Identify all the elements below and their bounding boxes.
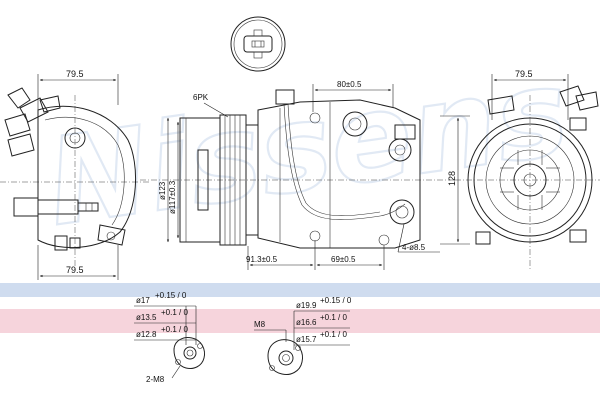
port-left-dia3: ø12.8 xyxy=(136,330,157,339)
port-right-dia1: ø19.9 xyxy=(296,301,317,310)
port-left-dia1-tol: +0.15 / 0 xyxy=(155,291,187,300)
blue-band xyxy=(0,283,600,297)
port-left-thread: 2-M8 xyxy=(146,375,165,384)
port-right-dia3-tol: +0.1 / 0 xyxy=(320,330,347,339)
pulley-dia-inner: ø117±0.3 xyxy=(168,180,177,214)
watermark-logo: Nissens xyxy=(39,43,576,253)
port-right-thread: M8 xyxy=(254,320,266,329)
front-view: 79.5 128 xyxy=(440,69,600,270)
pink-band xyxy=(0,309,600,333)
front-dim-height: 128 xyxy=(447,171,457,186)
port-left-dia3-tol: +0.1 / 0 xyxy=(161,325,188,334)
side-dim-bottom-left: 91.3±0.5 xyxy=(246,255,278,264)
rear-view: 79.5 79.5 xyxy=(0,69,150,280)
rear-dim-top: 79.5 xyxy=(66,69,84,79)
port-right-dia2: ø16.6 xyxy=(296,318,317,327)
pulley-dia-outer: ø123 xyxy=(158,181,167,200)
side-view: 6PK ø123 ø117±0.3 80±0.5 91.3±0.5 69±0.5… xyxy=(140,80,455,270)
holes-callout: 4-ø8.5 xyxy=(402,243,426,252)
port-detail-right: M8 ø19.9 +0.15 / 0 ø16.6 +0.1 / 0 ø15.7 … xyxy=(254,296,352,375)
side-dim-top: 80±0.5 xyxy=(337,80,362,89)
port-left-dia2-tol: +0.1 / 0 xyxy=(161,308,188,317)
front-dim-top: 79.5 xyxy=(515,69,533,79)
side-dim-bottom-right: 69±0.5 xyxy=(331,255,356,264)
port-right-dia1-tol: +0.15 / 0 xyxy=(320,296,352,305)
port-left-dia2: ø13.5 xyxy=(136,313,157,322)
connector-detail xyxy=(230,16,286,72)
pulley-label: 6PK xyxy=(193,93,209,102)
port-detail-left: ø17 +0.15 / 0 ø13.5 +0.1 / 0 ø12.8 +0.1 … xyxy=(134,291,205,384)
rear-dim-bottom: 79.5 xyxy=(66,265,84,275)
port-right-dia3: ø15.7 xyxy=(296,335,317,344)
port-left-dia1: ø17 xyxy=(136,296,150,305)
port-right-dia2-tol: +0.1 / 0 xyxy=(320,313,347,322)
